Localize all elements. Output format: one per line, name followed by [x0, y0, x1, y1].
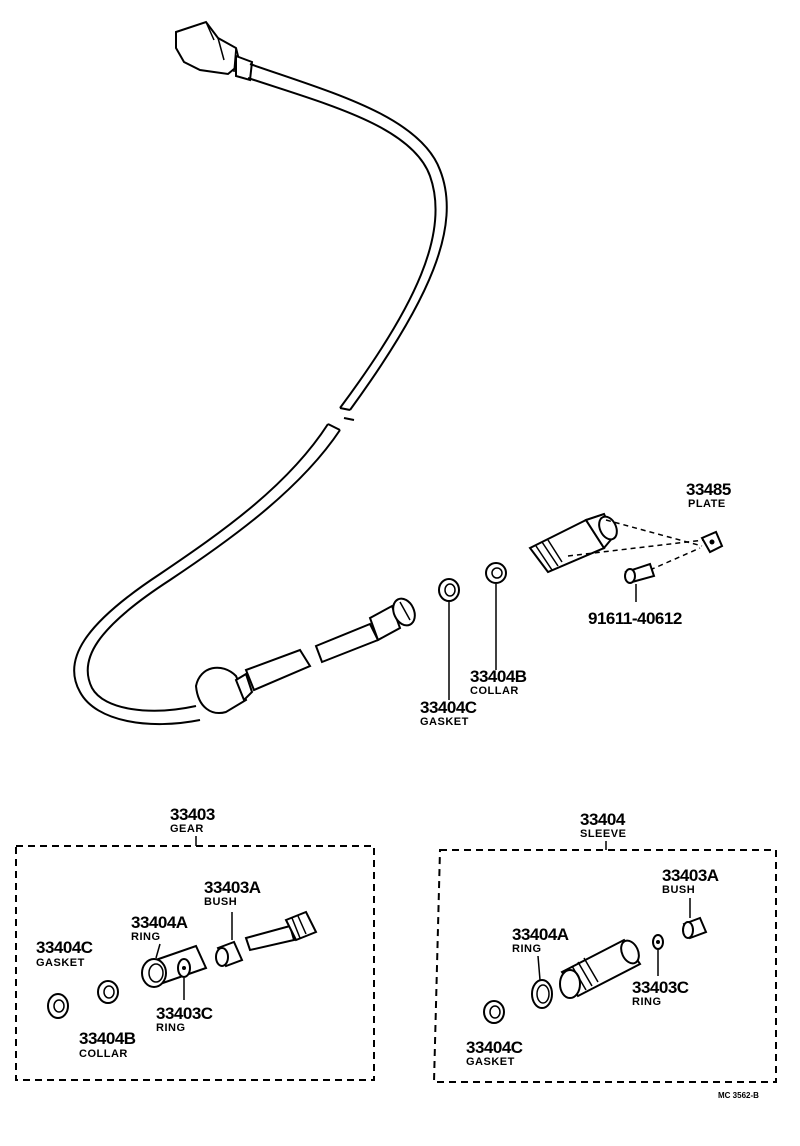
collar-part [485, 562, 507, 670]
sleeve-ring-a-number: 33404A [512, 925, 569, 944]
gear-bush-name: BUSH [204, 896, 237, 908]
gear-bush-number: 33403A [204, 878, 261, 897]
sleeve-bush-name: BUSH [662, 884, 695, 896]
plate-number: 33485 [686, 480, 731, 499]
sleeve-gasket-number: 33404C [466, 1038, 523, 1057]
screw-part [624, 562, 656, 602]
collar-name: COLLAR [470, 685, 519, 697]
sleeve-group-number: 33404 [580, 810, 626, 829]
gear-ring-c-name: RING [156, 1022, 186, 1034]
gasket-name: GASKET [420, 716, 469, 728]
sleeve-group-name: SLEEVE [580, 828, 626, 840]
sleeve-assembly [528, 512, 618, 574]
gear-group: 33403 GEAR 33403A BUSH 33404A RING 33404… [15, 805, 375, 1081]
plate-part [700, 530, 724, 554]
plate-name: PLATE [688, 498, 726, 510]
sleeve-group-box [432, 849, 777, 1083]
gear-collar-number: 33404B [79, 1029, 136, 1048]
transmission-end-boot [194, 648, 312, 714]
gasket-part [438, 578, 460, 700]
gear-gasket-name: GASKET [36, 957, 85, 969]
sleeve-gasket-name: GASKET [466, 1056, 515, 1068]
meter-end-connector [175, 20, 254, 82]
sleeve-group: 33404 SLEEVE 33403A BUSH 33404A RING 334… [432, 810, 777, 1083]
gear-ring-a-name: RING [131, 931, 161, 943]
inner-shaft [314, 597, 416, 664]
gear-collar-name: COLLAR [79, 1048, 128, 1060]
gear-group-number: 33403 [170, 805, 215, 824]
sleeve-bush-number: 33403A [662, 866, 719, 885]
speedometer-cable [73, 20, 448, 726]
collar-number: 33404B [470, 667, 527, 686]
screw-number: 91611-40612 [588, 609, 682, 628]
sleeve-ring-c-name: RING [632, 996, 662, 1008]
sleeve-ring-c-number: 33403C [632, 978, 689, 997]
gear-group-name: GEAR [170, 823, 204, 835]
sleeve-ring-a-name: RING [512, 943, 542, 955]
figure-reference: MC 3562-B [718, 1091, 759, 1100]
gasket-number: 33404C [420, 698, 477, 717]
gear-ring-c-number: 33403C [156, 1004, 213, 1023]
gear-group-box [15, 845, 375, 1081]
gear-ring-a-number: 33404A [131, 913, 188, 932]
gear-gasket-number: 33404C [36, 938, 93, 957]
